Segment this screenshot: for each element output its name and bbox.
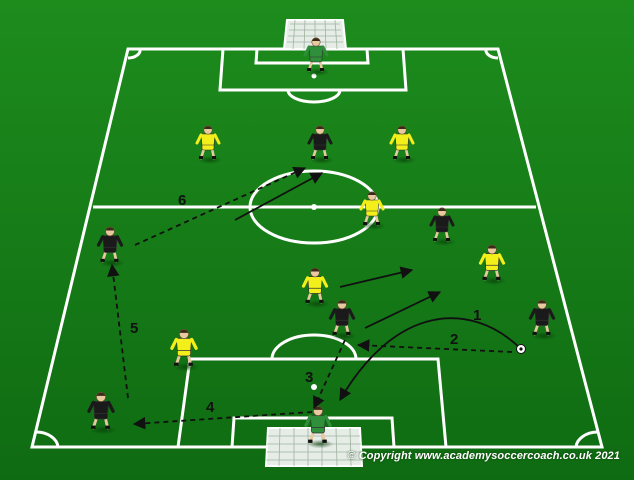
dashed-run-arrow-5 xyxy=(107,263,129,399)
black-player-4 xyxy=(328,299,357,341)
yellow-player-5 xyxy=(301,267,330,309)
corner-arc-top-left xyxy=(127,48,142,60)
pass-arrow-1 xyxy=(339,317,521,402)
label-6: 6 xyxy=(178,192,186,209)
dashed-run-arrow-6 xyxy=(134,166,307,246)
yellow-player-2 xyxy=(389,125,416,164)
solid-run-arrow-right-upper xyxy=(339,266,414,288)
solid-run-arrow-center xyxy=(234,172,324,221)
black-player-1 xyxy=(307,125,334,164)
black-player-6 xyxy=(87,392,117,435)
top-goal xyxy=(282,19,348,50)
corner-arc-bottom-right xyxy=(574,430,599,448)
movement-arrows xyxy=(107,166,521,430)
label-2: 2 xyxy=(450,331,458,348)
top-penalty-arc xyxy=(286,89,342,104)
label-5: 5 xyxy=(130,320,138,337)
dashed-pass-arrow-4 xyxy=(132,411,313,430)
bottom-penalty-arc xyxy=(270,333,358,360)
soccer-ball xyxy=(516,344,526,354)
yellow-player-1 xyxy=(195,125,222,164)
label-3: 3 xyxy=(305,369,313,386)
players-layer xyxy=(87,37,557,449)
bottom-goal-area xyxy=(230,416,396,449)
yellow-player-3 xyxy=(359,191,386,230)
black-player-5 xyxy=(528,299,557,341)
dashed-pass-arrow-3 xyxy=(312,339,346,410)
bottom-penalty-spot xyxy=(311,384,317,390)
dashed-pass-arrow-2 xyxy=(356,339,513,353)
copyright-notice: © Copyright www.academysoccercoach.co.uk… xyxy=(347,450,620,462)
yellow-player-6 xyxy=(170,329,200,372)
label-1: 1 xyxy=(473,307,481,324)
label-4: 4 xyxy=(206,399,215,416)
center-spot xyxy=(311,204,317,210)
solid-run-arrow-right-lower xyxy=(364,291,442,329)
goalkeeper-1 xyxy=(303,37,330,76)
sequence-labels: 1 2 3 4 5 6 xyxy=(130,192,481,416)
yellow-player-4 xyxy=(478,244,507,286)
black-player-2 xyxy=(429,207,456,246)
corner-arc-top-right xyxy=(484,48,499,60)
corner-arc-bottom-left xyxy=(35,430,60,448)
black-player-3 xyxy=(96,226,125,268)
